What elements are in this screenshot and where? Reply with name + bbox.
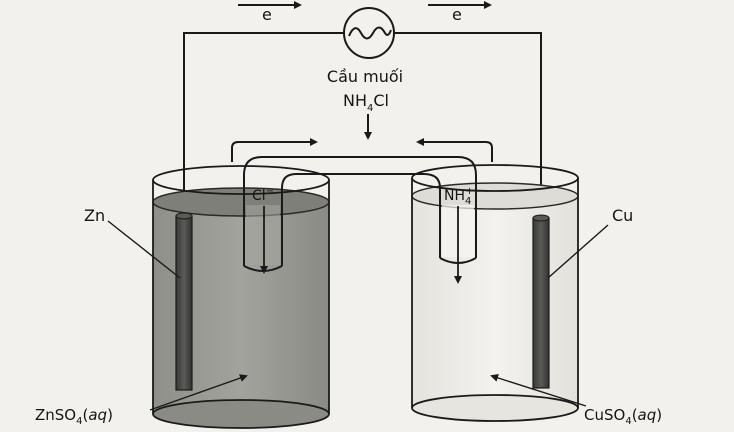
copper-sulfate-label: CuSO4(aq): [584, 406, 662, 427]
cathode-label: Cu: [612, 206, 633, 225]
copper-sulfate-solution: [412, 196, 578, 408]
zinc-sulfate-pointer: [149, 374, 248, 411]
zinc-sulfate-label: ZnSO4(aq): [35, 406, 113, 427]
meter-icon: [343, 7, 395, 59]
anode-label: Zn: [84, 206, 105, 225]
electron-label-left: e: [262, 5, 272, 24]
anode-pointer: [107, 220, 181, 279]
salt-bridge-label: Cầu muối: [327, 67, 403, 86]
right-beaker: [411, 164, 579, 422]
chloride-ion-label: Cl−: [252, 186, 274, 204]
electron-flow-arrow-right: e: [428, 1, 492, 24]
cation-flow-arrow: [416, 138, 493, 162]
electron-label-right: e: [452, 5, 462, 24]
copper-electrode: [532, 214, 550, 389]
copper-sulfate-pointer: [490, 374, 587, 407]
zinc-electrode: [175, 212, 193, 391]
salt-bridge-formula: NH4Cl: [343, 91, 389, 114]
cathode-pointer: [547, 224, 609, 279]
ammonium-ion-label: NH4+: [444, 186, 474, 207]
electron-flow-arrow-left: e: [238, 1, 302, 24]
anion-flow-arrow: [231, 138, 318, 162]
external-wire: [183, 32, 542, 218]
